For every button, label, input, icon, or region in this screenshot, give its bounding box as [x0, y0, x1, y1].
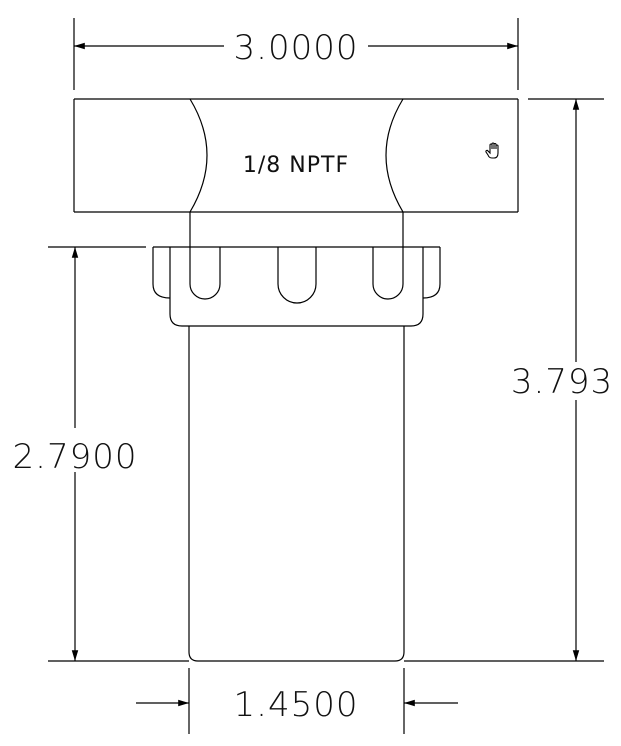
port-thread-label: 1/8 NPTF — [243, 153, 349, 178]
dimension-overall-height: 3.793 — [404, 98, 613, 662]
dimension-overall-width: 3.0000 — [73, 18, 519, 90]
body-width-value: 1.4500 — [234, 685, 359, 725]
overall-height-value: 3.793 — [511, 362, 613, 402]
body-cylinder — [188, 326, 405, 662]
dimension-body-width: 1.4500 — [136, 668, 458, 734]
lug-ring — [152, 246, 441, 327]
neck — [189, 212, 404, 247]
dimension-body-height: 2.7900 — [13, 246, 189, 662]
overall-width-value: 3.0000 — [234, 28, 359, 68]
head-crossbar — [73, 98, 519, 213]
body-height-value: 2.7900 — [13, 437, 138, 477]
hand-pointer-icon[interactable] — [485, 142, 499, 159]
